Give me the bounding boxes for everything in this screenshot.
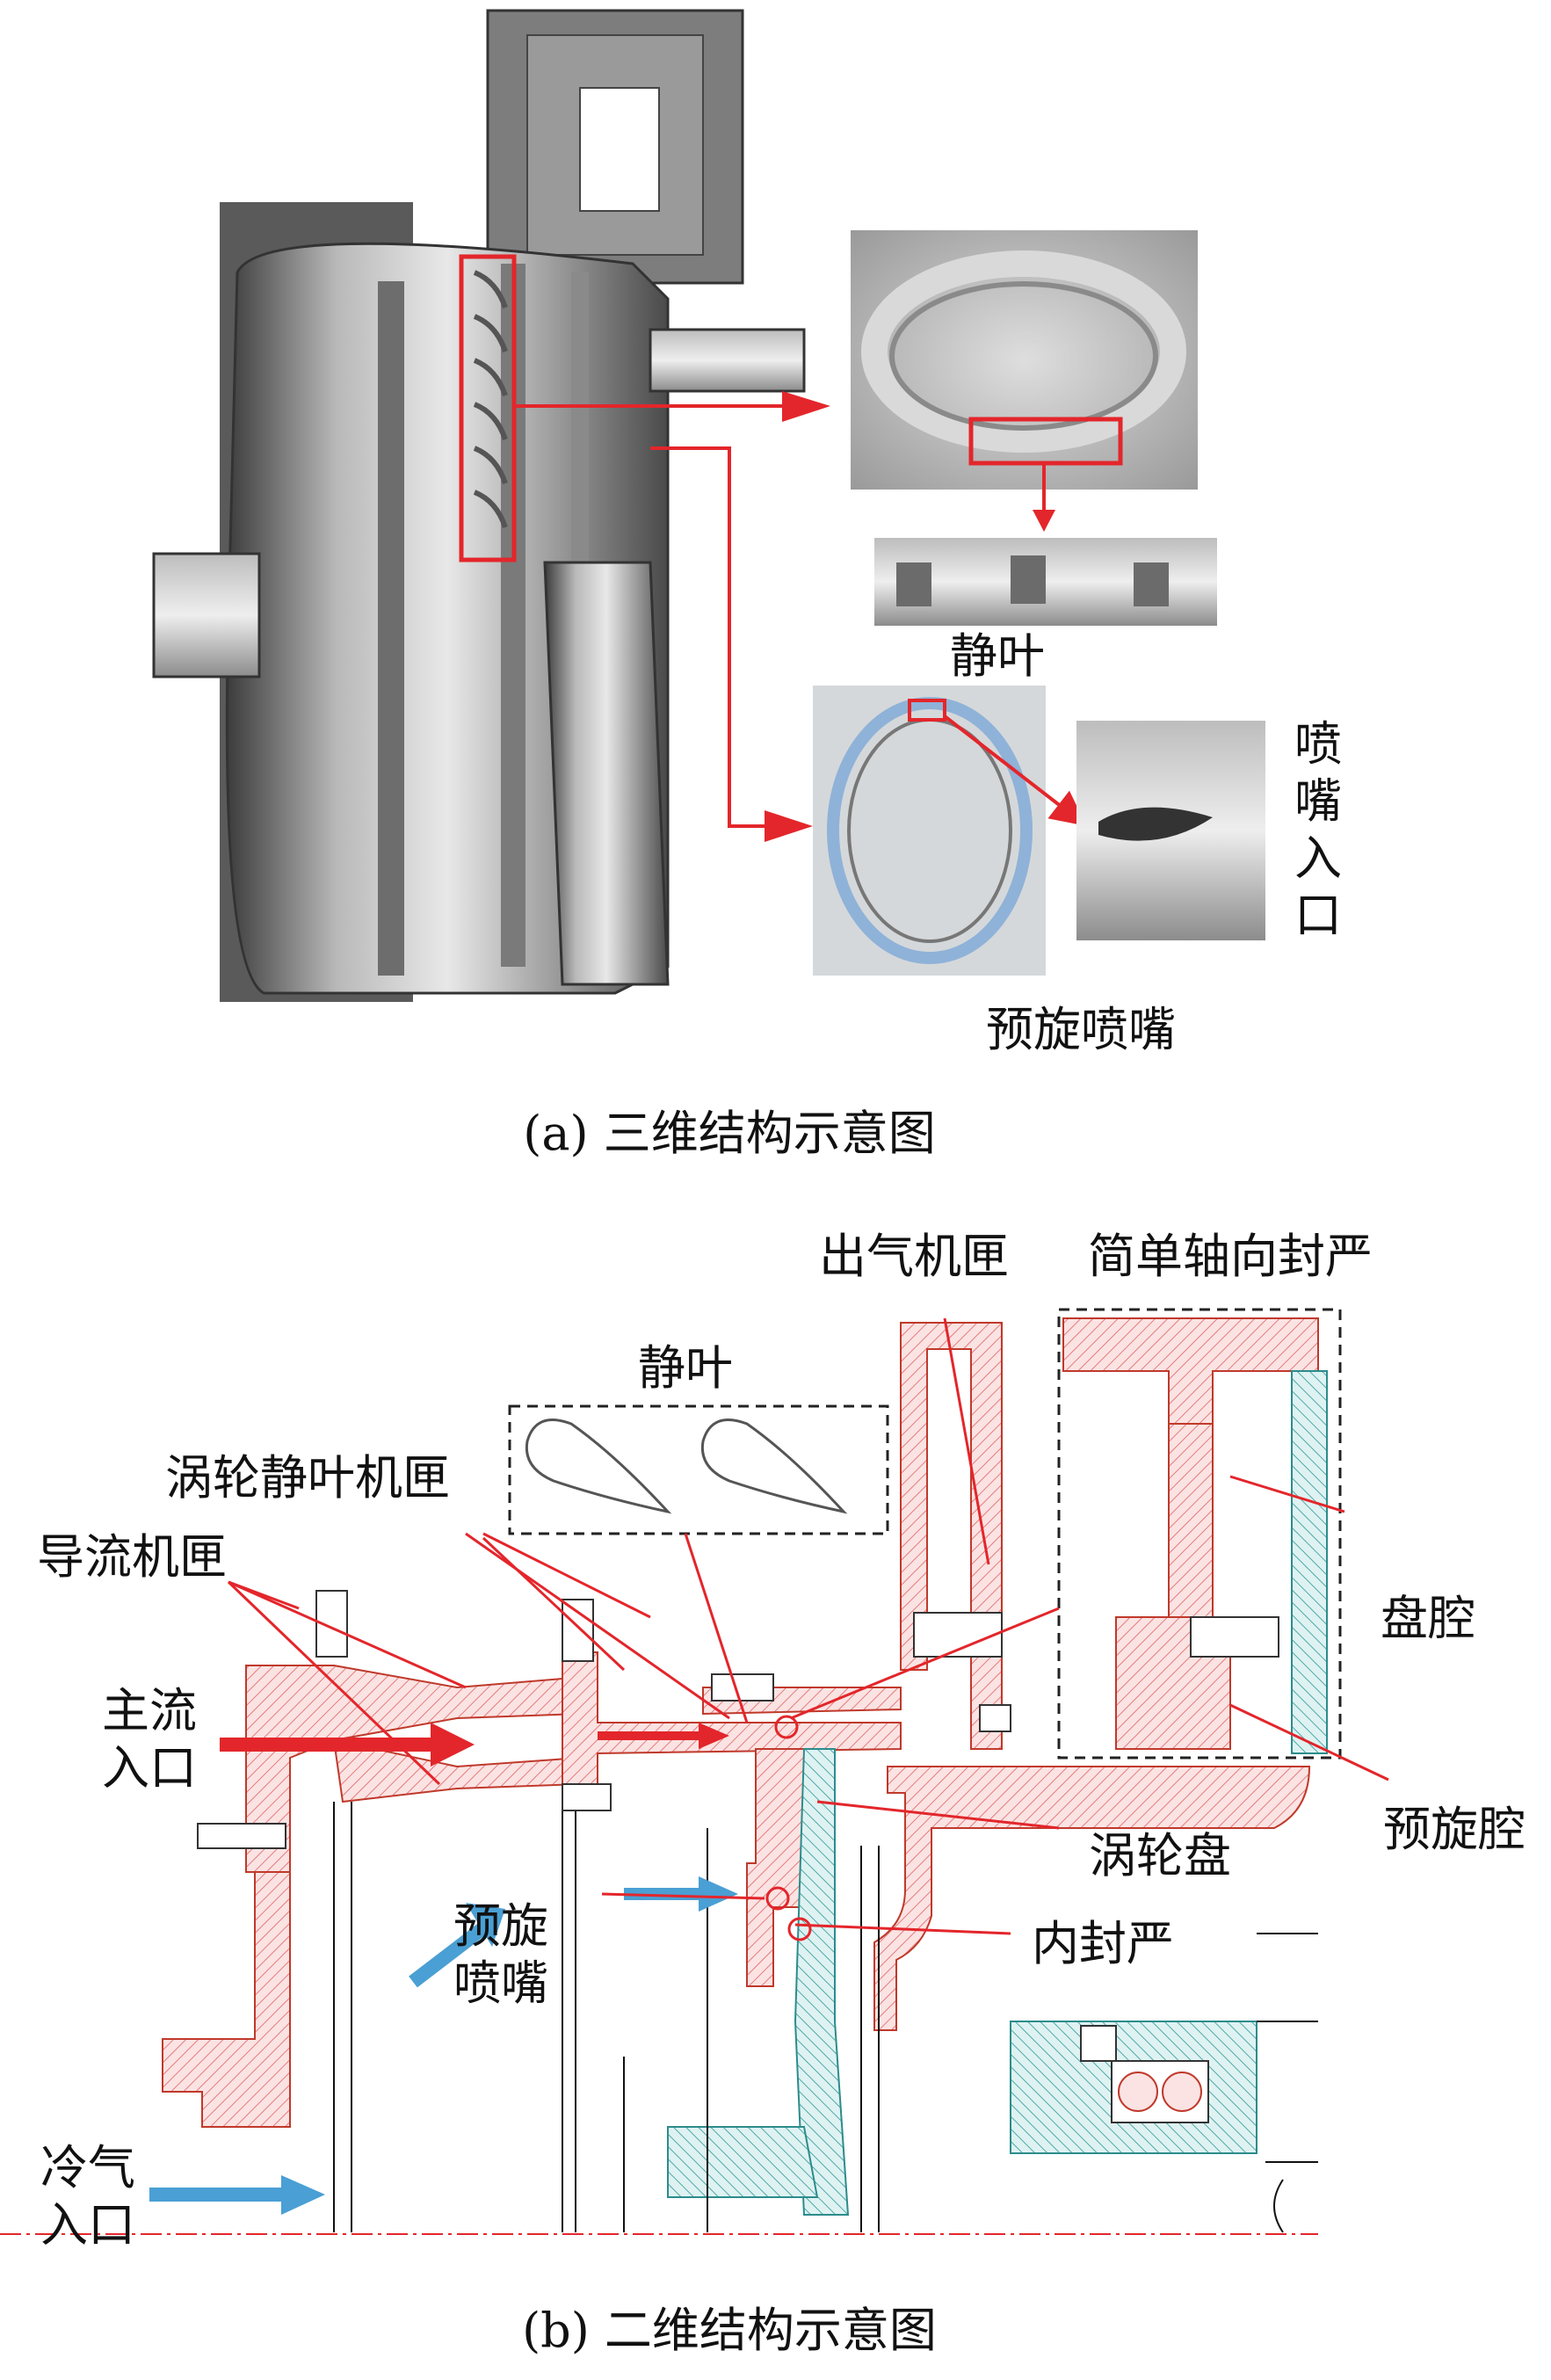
bearing-housing: [873, 1766, 1311, 2031]
axial-seal-detail-box: [1057, 1308, 1342, 1760]
nozzle-detail-photo: [1076, 721, 1265, 940]
nozzle-inlet-vertical-label: 喷 嘴 入 口: [1294, 716, 1342, 943]
turbine-disc: [794, 1748, 850, 2216]
label-preswirl-nozzle-2: 喷嘴: [453, 1956, 548, 2011]
label-outlet-casing: 出气机匣: [819, 1229, 1009, 1284]
panel-a-3d-model: [152, 9, 830, 1002]
nozzle-ring-photo: [813, 686, 1087, 976]
panel-b-section: [0, 1308, 1389, 2235]
label-coolant-inlet-2: 入口: [40, 2197, 135, 2253]
label-disc-cavity: 盘腔: [1381, 1591, 1475, 1646]
arrow-to-nozzle-photo: [650, 446, 773, 828]
vane-detail-photo: [874, 538, 1217, 626]
label-mainstream-inlet-2: 入口: [102, 1740, 197, 1796]
coolant-arrow-2: [409, 1919, 492, 1988]
bearing-assembly: [1010, 2021, 1257, 2154]
vane-ring-photo: [851, 230, 1198, 532]
nozzle-inlet-char-4: 口: [1294, 888, 1342, 943]
stator-vane-detail-box: [508, 1404, 889, 1535]
label-coolant-inlet-1: 冷气: [40, 2140, 135, 2195]
label-stator-vane: 静叶: [638, 1340, 733, 1396]
nozzle-photo-label: 预旋喷嘴: [986, 1002, 1176, 1057]
vane-row-render: [473, 270, 508, 529]
label-preswirl-cavity: 预旋腔: [1383, 1802, 1526, 1857]
label-preswirl-nozzle-1: 预旋: [453, 1898, 548, 1954]
nozzle-inlet-char-3: 入: [1294, 831, 1342, 886]
nozzle-inlet-char-2: 嘴: [1294, 773, 1342, 829]
vane-highlight-box: [459, 254, 517, 562]
label-inner-seal: 内封严: [1032, 1916, 1174, 1971]
label-turbine-vane-casing: 涡轮静叶机匣: [165, 1450, 450, 1506]
label-mainstream-inlet-1: 主流: [102, 1683, 197, 1738]
label-simple-axial-seal: 简单轴向封严: [1088, 1229, 1373, 1284]
label-guide-casing: 导流机匣: [37, 1529, 227, 1585]
vane-photo-label: 静叶: [950, 628, 1045, 684]
label-turbine-disc: 涡轮盘: [1089, 1828, 1231, 1883]
panel-b-caption: (b) 二维结构示意图: [522, 2303, 937, 2358]
leader-lines: [227, 1317, 1389, 1941]
nozzle-detail-highlight: [908, 699, 946, 722]
panel-a-caption: (a) 三维结构示意图: [523, 1106, 936, 1161]
nozzle-inlet-char-1: 喷: [1294, 716, 1342, 772]
outlet-casing: [900, 1322, 1003, 1750]
